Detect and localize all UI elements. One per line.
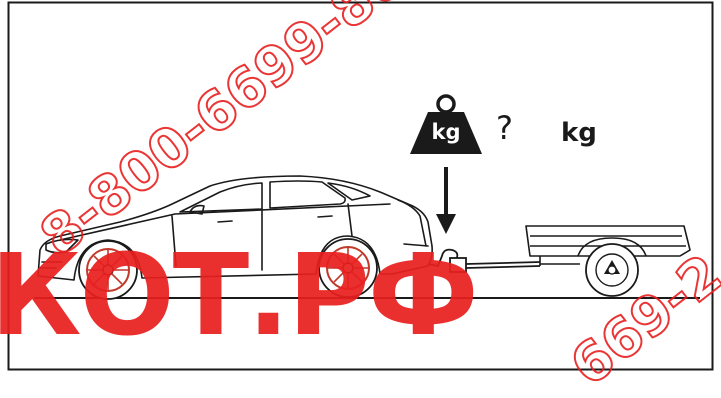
tow-hitch [427, 248, 541, 273]
unit-label: kg [561, 118, 597, 148]
weight-icon-label: kg [431, 120, 461, 144]
trailer-icon [525, 225, 691, 266]
car-front-wheel-icon [78, 240, 138, 300]
down-arrow-icon [436, 167, 456, 234]
trailer-wheel-icon [585, 243, 639, 297]
towing-diagram [7, 1, 714, 371]
diagram-border [7, 1, 714, 371]
car-icon [37, 175, 433, 281]
question-mark: ? [496, 109, 513, 147]
car-rear-wheel-icon [318, 238, 378, 298]
weight-icon [410, 94, 482, 154]
